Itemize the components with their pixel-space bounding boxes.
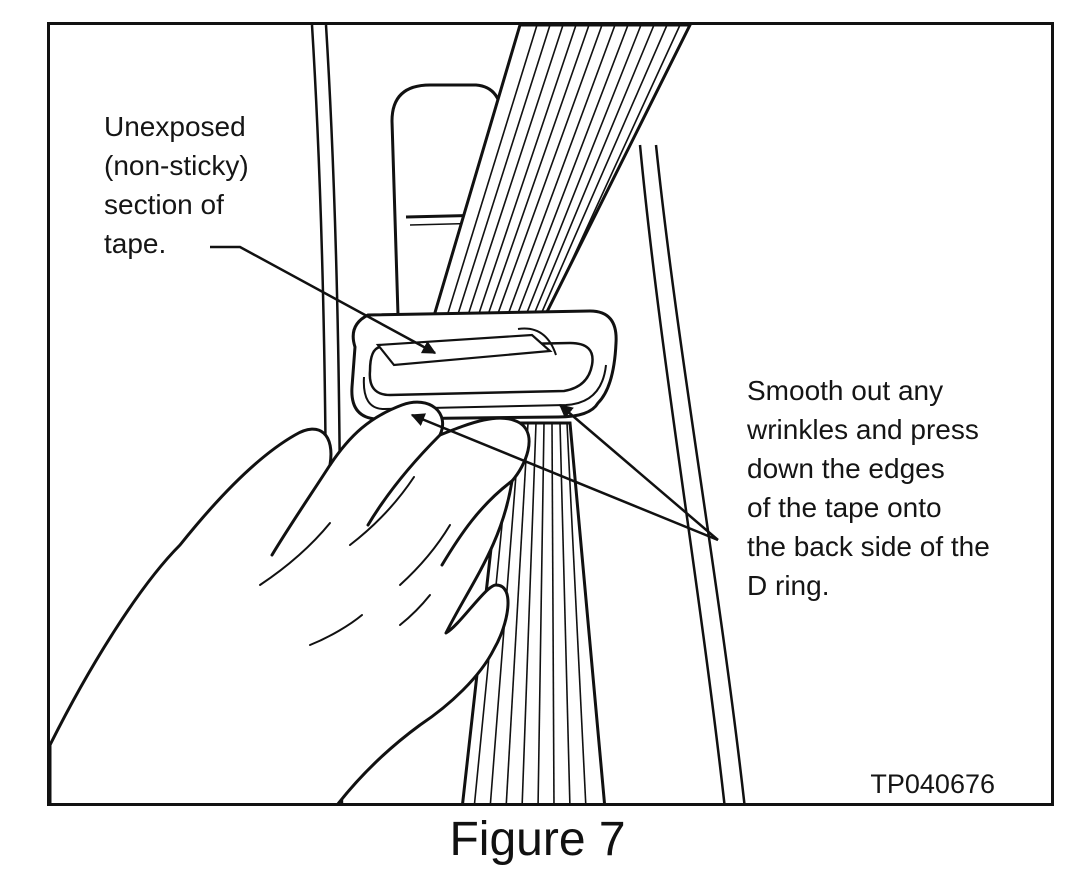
instruction-callout-label: Smooth out any wrinkles and press down t…	[747, 371, 990, 605]
belt-webbing-upper	[424, 25, 692, 372]
drawing-id: TP040676	[870, 769, 995, 799]
tape-callout-line-3: section of	[104, 189, 224, 220]
tape-callout-line-2: (non-sticky)	[104, 150, 249, 181]
tape-callout-line-4: tape.	[104, 228, 167, 259]
instruction-line-2: wrinkles and press	[747, 414, 979, 445]
instruction-line-1: Smooth out any	[747, 375, 944, 406]
seatbelt-d-ring-illustration	[50, 25, 746, 803]
d-ring	[350, 309, 618, 421]
instruction-line-5: the back side of the	[747, 531, 990, 562]
edge-arrow-right	[558, 404, 719, 541]
tape-leader-arrow	[210, 245, 437, 355]
figure-caption: Figure 7	[449, 813, 626, 866]
tape-callout-label: Unexposed (non-sticky) section of tape.	[104, 107, 249, 263]
illustration-frame: Unexposed (non-sticky) section of tape. …	[47, 22, 1054, 806]
instruction-line-3: down the edges	[747, 453, 945, 484]
instruction-line-6: D ring.	[747, 570, 830, 601]
instruction-line-4: of the tape onto	[747, 492, 942, 523]
leader-lines	[210, 245, 719, 542]
hand	[50, 400, 531, 803]
edge-arrow-left	[410, 413, 719, 542]
tape-callout-line-1: Unexposed	[104, 111, 246, 142]
